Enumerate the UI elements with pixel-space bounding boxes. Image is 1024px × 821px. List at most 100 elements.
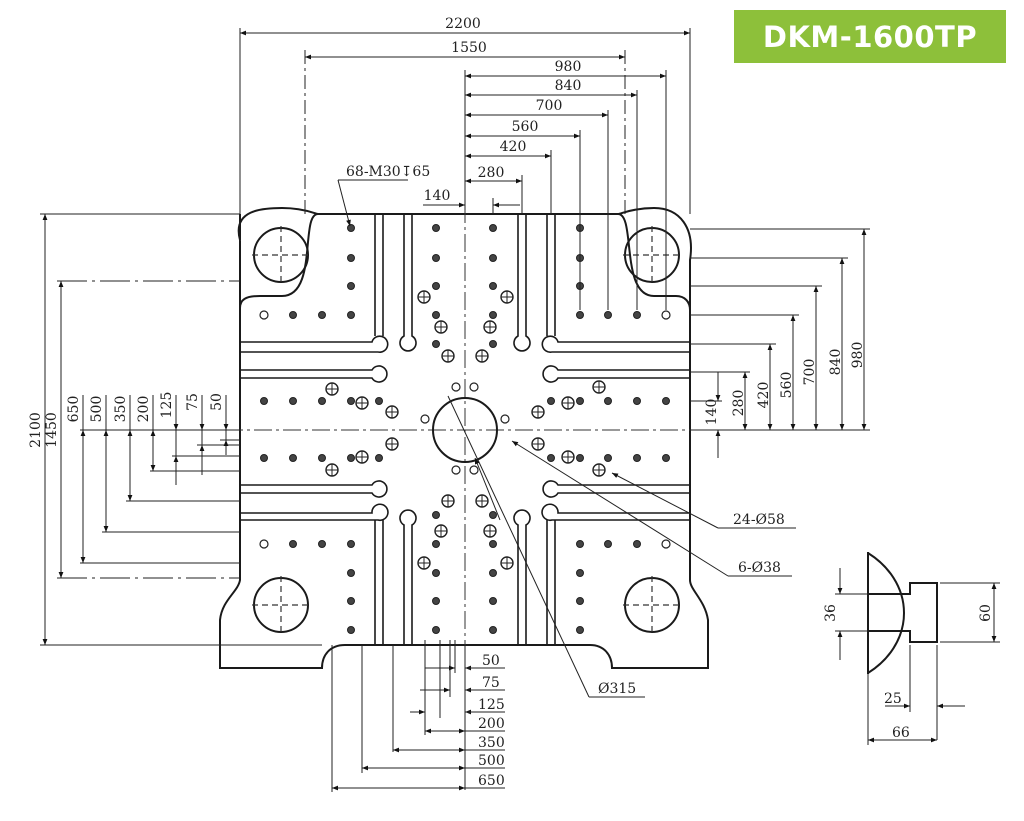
model-title-badge: DKM-1600TP — [734, 10, 1006, 63]
dim-top-280: 280 — [478, 165, 505, 181]
tapped-hole — [347, 282, 355, 290]
tapped-hole — [576, 397, 584, 405]
right-dimensions — [690, 228, 870, 458]
tapped-hole — [318, 311, 326, 319]
dim-right-560: 560 — [779, 372, 795, 399]
tapped-hole — [604, 311, 612, 319]
tapped-hole — [432, 224, 440, 232]
tapped-hole — [489, 626, 497, 634]
tapped-hole — [489, 224, 497, 232]
dim-top-840: 840 — [555, 78, 582, 94]
callout-tapped-holes: 68-M30↧65 — [346, 164, 430, 180]
tapped-hole — [347, 311, 355, 319]
t-slot-detail — [835, 552, 1000, 745]
platen-outline — [219, 206, 709, 669]
top-dimensions — [239, 28, 691, 310]
tapped-hole — [432, 311, 440, 319]
tapped-hole — [375, 397, 383, 405]
dim-bottom-50: 50 — [482, 653, 500, 669]
tapped-hole — [604, 397, 612, 405]
tapped-hole — [347, 540, 355, 548]
tapped-hole — [347, 397, 355, 405]
tapped-hole — [347, 224, 355, 232]
tapped-hole — [662, 454, 670, 462]
dim-right-980: 980 — [850, 342, 866, 369]
tapped-hole — [576, 626, 584, 634]
dim-bottom-75: 75 — [482, 675, 500, 691]
callout-large-holes: 24-Ø58 — [733, 512, 785, 528]
tapped-hole — [576, 597, 584, 605]
small-hole — [661, 310, 671, 320]
tapped-hole — [489, 511, 497, 519]
small-hole — [420, 414, 430, 424]
small-hole — [469, 465, 479, 475]
dim-left-650: 650 — [66, 396, 82, 423]
small-hole — [661, 539, 671, 549]
tapped-hole — [432, 540, 440, 548]
tapped-hole — [432, 254, 440, 262]
detail-dim-36: 36 — [823, 604, 839, 622]
tapped-hole — [576, 540, 584, 548]
small-hole — [469, 382, 479, 392]
dim-top-560: 560 — [512, 119, 539, 135]
small-holes — [259, 310, 671, 549]
tapped-hole — [318, 397, 326, 405]
tapped-hole — [633, 540, 641, 548]
dim-left-75: 75 — [185, 393, 201, 411]
dim-left-1450: 1450 — [44, 412, 60, 448]
bottom-dimensions — [331, 640, 505, 792]
tapped-hole — [432, 626, 440, 634]
callout-small-holes: 6-Ø38 — [738, 560, 781, 576]
center-bore — [432, 397, 498, 463]
dim-bottom-200: 200 — [478, 716, 505, 732]
dim-bottom-350: 350 — [478, 735, 505, 751]
tapped-hole — [489, 254, 497, 262]
tapped-hole — [489, 340, 497, 348]
dim-right-280: 280 — [731, 390, 747, 417]
dim-right-840: 840 — [828, 349, 844, 376]
small-hole — [451, 382, 461, 392]
dim-right-420: 420 — [756, 382, 772, 409]
tapped-hole — [576, 311, 584, 319]
tapped-hole — [347, 626, 355, 634]
tapped-hole — [489, 311, 497, 319]
tapped-hole — [260, 397, 268, 405]
dim-top-140: 140 — [424, 188, 451, 204]
dim-top-700: 700 — [536, 98, 563, 114]
dim-left-125: 125 — [159, 392, 175, 419]
tapped-hole — [489, 597, 497, 605]
tapped-hole — [260, 454, 268, 462]
tapped-hole — [318, 454, 326, 462]
dim-left-200: 200 — [136, 396, 152, 423]
dim-left-50: 50 — [209, 393, 225, 411]
dim-bottom-500: 500 — [478, 753, 505, 769]
tapped-hole — [547, 397, 555, 405]
small-hole — [451, 465, 461, 475]
tapped-hole — [432, 282, 440, 290]
small-hole — [500, 414, 510, 424]
tapped-hole — [489, 540, 497, 548]
tapped-hole — [576, 569, 584, 577]
detail-dim-66: 66 — [892, 725, 910, 741]
callout-center-bore: Ø315 — [598, 681, 636, 697]
boss-top-left — [239, 213, 319, 309]
tapped-hole — [662, 397, 670, 405]
large-holes — [325, 290, 606, 570]
tapped-hole — [375, 454, 383, 462]
dim-bottom-125: 125 — [478, 697, 505, 713]
tapped-hole — [604, 540, 612, 548]
tapped-hole — [604, 454, 612, 462]
small-hole — [259, 539, 269, 549]
tapped-hole — [289, 454, 297, 462]
tapped-hole — [489, 282, 497, 290]
tapped-hole — [432, 569, 440, 577]
tapped-hole — [347, 254, 355, 262]
dim-top-1550: 1550 — [451, 40, 487, 56]
dim-bottom-650: 650 — [478, 773, 505, 789]
tapped-hole — [576, 454, 584, 462]
boss-top-right — [617, 213, 691, 311]
dim-left-350: 350 — [113, 396, 129, 423]
tapped-hole — [432, 597, 440, 605]
detail-dim-25: 25 — [884, 691, 902, 707]
